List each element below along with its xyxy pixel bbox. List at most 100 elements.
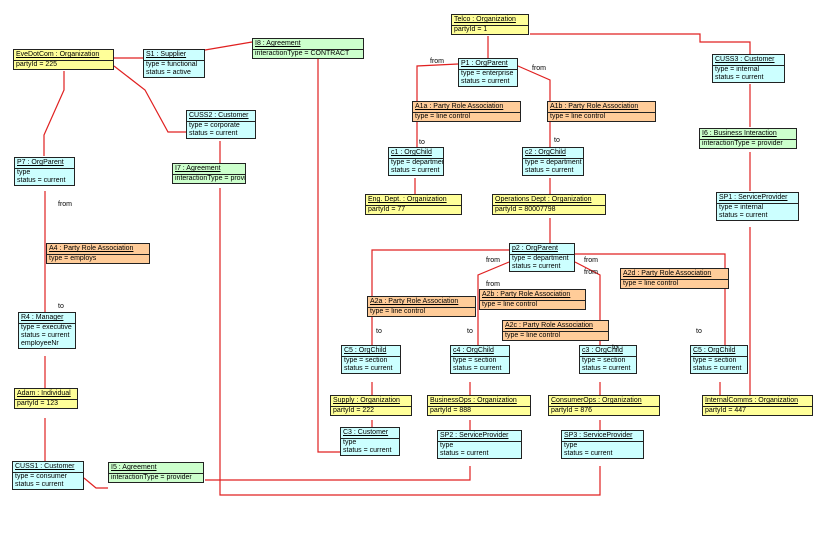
node-title: SP1 : ServiceProvider — [717, 193, 798, 204]
edge-label-from: from — [58, 201, 72, 208]
node-attribute: interactionType = provider — [111, 474, 192, 481]
edge-label-to: to — [419, 139, 425, 146]
node-title: C5 : OrgChild — [342, 346, 400, 357]
node-attribute: status = current — [391, 167, 440, 174]
node-attribute: type — [17, 169, 31, 176]
node-attribute: type = employs — [49, 255, 97, 262]
node-attribute: partyId = 888 — [430, 407, 472, 414]
node-title: A1b : Party Role Association — [548, 102, 655, 113]
edge-label-from: from — [486, 257, 500, 264]
node-title: CUSS2 : Customer — [187, 111, 255, 122]
node-attribute: partyId = 1 — [454, 26, 488, 33]
edge-label-to: to — [58, 303, 64, 310]
link-i8-c3cust — [317, 58, 340, 453]
node-title: I6 : Business Interaction — [700, 129, 796, 140]
node-attribute: type = department — [391, 159, 443, 166]
link-p2-c4 — [477, 261, 510, 345]
node-attribute: type = consumer — [15, 473, 67, 480]
node-attribute: type = line control — [415, 113, 471, 120]
node-attribute: type = corporate — [189, 122, 240, 129]
node-attribute: employeeNr — [21, 340, 59, 347]
node-attribute: partyId = 123 — [17, 400, 59, 407]
node-title: A4 : Party Role Association — [47, 244, 149, 255]
node-attribute: status = current — [15, 481, 64, 488]
node-title: Eng. Dept. : Organization — [366, 195, 461, 206]
node-attribute: type = section — [344, 357, 388, 364]
node-title: CUSS1 : Customer — [13, 462, 83, 473]
node-title: P7 : OrgParent — [15, 158, 74, 169]
node-title: c3 : OrgChild — [580, 346, 636, 357]
node-title: InternalComms : Organization — [703, 396, 812, 407]
node-attribute: status = current — [440, 450, 489, 457]
node-title: SP3 : ServiceProvider — [562, 431, 643, 442]
node-title: A2d : Party Role Association — [621, 269, 728, 280]
node-attribute: partyId = 222 — [333, 407, 375, 414]
node-attribute: interactionType = CONTRACT — [255, 50, 350, 57]
node-attribute: type = department — [525, 159, 582, 166]
node-attribute: type — [564, 442, 578, 449]
node-attribute: type = line control — [550, 113, 606, 120]
node-title: A2b : Party Role Association — [480, 290, 585, 301]
node-title: CUSS3 : Customer — [713, 55, 784, 66]
edge-label-to: to — [554, 137, 560, 144]
node-title: I5 : Agreement — [109, 463, 203, 474]
node-title: c2 : OrgChild — [523, 148, 583, 159]
node-attribute: status = current — [564, 450, 613, 457]
edge-label-from: from — [584, 257, 598, 264]
node-title: p2 : OrgParent — [510, 244, 574, 255]
edge-label-from: from — [584, 269, 598, 276]
node-title: BusinessOps : Organization — [428, 396, 530, 407]
node-title: P1 : OrgParent — [459, 59, 517, 70]
link-evedotcom-p7 — [43, 71, 65, 156]
node-attribute: partyId = 80007798 — [495, 206, 556, 213]
node-attribute: partyId = 876 — [551, 407, 593, 414]
node-title: c4 : OrgChild — [451, 346, 509, 357]
node-attribute: type = section — [693, 357, 737, 364]
link-i7-sp3 — [219, 188, 601, 496]
node-title: R4 : Manager — [19, 313, 75, 324]
node-title: I8 : Agreement — [253, 39, 363, 50]
node-title: Adam : Individual — [15, 389, 77, 400]
node-title: EveDotCom : Organization — [14, 50, 113, 61]
node-attribute: status = current — [461, 78, 510, 85]
